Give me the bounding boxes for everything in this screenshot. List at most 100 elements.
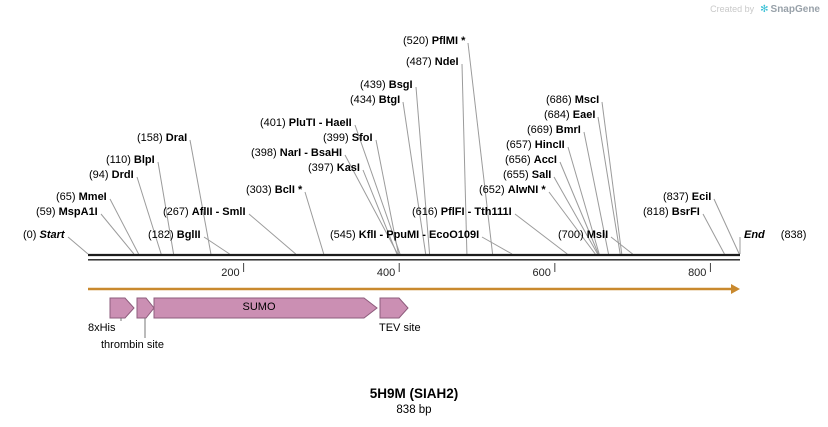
leader-line-545 — [481, 236, 513, 255]
leader-line-398 — [344, 154, 399, 255]
leader-line-267 — [248, 213, 297, 255]
site-label-110-blpi: (110) BlpI — [106, 154, 155, 167]
site-position: (818) — [643, 206, 672, 218]
watermark-created-by: Created by — [710, 4, 755, 14]
site-position: (65) — [56, 191, 79, 203]
leader-line-158 — [189, 139, 212, 255]
ruler-number-200: 200 — [221, 267, 239, 279]
snapgene-logo-icon: ✻ — [760, 4, 769, 15]
site-name: Start — [39, 229, 65, 241]
feature-label-tev-site: TEV site — [379, 322, 421, 334]
site-name: EciI — [691, 191, 712, 203]
site-name: BlpI — [133, 154, 155, 166]
site-position: (59) — [36, 206, 59, 218]
site-name: NdeI — [434, 56, 459, 68]
site-position: (110) — [106, 154, 134, 166]
site-label-545-kfli-ppumi-ecoo109i: (545) KflI - PpuMI - EcoO109I — [330, 229, 479, 242]
site-name: AlwNI * — [507, 184, 546, 196]
site-position: (401) — [260, 117, 289, 129]
site-name: PflMI * — [431, 35, 466, 47]
site-name: SalI — [531, 169, 552, 181]
site-position: (616) — [412, 206, 441, 218]
site-position: (520) — [403, 35, 432, 47]
site-position: (652) — [479, 184, 508, 196]
site-label-439-bsgi: (439) BsgI — [360, 79, 413, 92]
site-label-616-pflfi-tth111i: (616) PflFI - Tth111I — [412, 206, 512, 219]
site-label-652-alwni: (652) AlwNI * — [479, 184, 546, 197]
leader-line-434 — [402, 101, 427, 255]
site-label-0-start: (0) Start — [23, 229, 65, 242]
site-label-59-mspa1i: (59) MspA1I — [36, 206, 98, 219]
site-label-399-sfoi: (399) SfoI — [323, 132, 373, 145]
feature-arrow-thrombin-site — [136, 297, 155, 319]
title-block: 5H9M (SIAH2) 838 bp — [0, 386, 828, 416]
watermark-brand: SnapGene — [770, 4, 820, 15]
site-position: (837) — [663, 191, 692, 203]
site-label-397-kasi: (397) KasI — [308, 162, 360, 175]
leader-line-657 — [567, 146, 600, 255]
leader-line-59 — [100, 213, 135, 255]
ruler-number-400: 400 — [377, 267, 395, 279]
leader-line-520 — [467, 42, 494, 255]
site-label-182-bglii: (182) BglII — [148, 229, 201, 242]
site-name: DraI — [165, 132, 188, 144]
site-label-303-bcli: (303) BclI * — [246, 184, 302, 197]
site-position: (545) — [330, 229, 359, 241]
leader-line-0 — [67, 236, 89, 255]
leader-line-652 — [548, 191, 596, 255]
leader-line-397 — [362, 169, 398, 255]
site-label-657-hincii: (657) HincII — [506, 139, 565, 152]
leader-line-439 — [415, 86, 431, 255]
site-position: (655) — [503, 169, 532, 181]
site-position: (267) — [163, 206, 192, 218]
site-name: MspA1I — [58, 206, 98, 218]
feature-arrow-8xhis — [109, 297, 135, 319]
site-label-401-pluti-haeii: (401) PluTI - HaeII — [260, 117, 352, 130]
ruler-number-600: 600 — [532, 267, 550, 279]
site-position: (397) — [308, 162, 337, 174]
site-position: (399) — [323, 132, 352, 144]
site-name: NarI - BsaHI — [279, 147, 343, 159]
site-label-267-aflii-smli: (267) AflII - SmlI — [163, 206, 246, 219]
site-label-94-drdi: (94) DrdI — [89, 169, 134, 182]
site-label-838-end: End(838) — [744, 229, 806, 242]
leader-line-94 — [136, 176, 162, 255]
site-name: PflFI - Tth111I — [440, 206, 512, 218]
site-label-520-pflmi: (520) PflMI * — [403, 35, 465, 48]
site-position: (487) — [406, 56, 435, 68]
site-position: (669) — [527, 124, 556, 136]
site-name: BglII — [176, 229, 201, 241]
site-name: HincII — [534, 139, 565, 151]
leader-line-616 — [514, 213, 568, 255]
site-name: AccI — [533, 154, 557, 166]
site-name: End — [744, 229, 765, 241]
site-name: AflII - SmlI — [191, 206, 246, 218]
leader-line-700 — [610, 236, 633, 255]
site-label-398-nari-bsahi: (398) NarI - BsaHI — [251, 147, 342, 160]
leader-line-65 — [109, 198, 140, 255]
site-name: EaeI — [572, 109, 596, 121]
feature-arrow-sumo — [153, 297, 378, 319]
site-position: (439) — [360, 79, 389, 91]
site-name: DrdI — [111, 169, 134, 181]
site-name: BclI * — [274, 184, 303, 196]
site-name: MmeI — [78, 191, 107, 203]
site-name: MscI — [574, 94, 600, 106]
site-position: (656) — [505, 154, 534, 166]
site-name: SfoI — [351, 132, 373, 144]
site-label-65-mmei: (65) MmeI — [56, 191, 107, 204]
leader-line-837 — [713, 198, 740, 255]
site-position: (686) — [546, 94, 575, 106]
site-name: BsrFI — [671, 206, 700, 218]
site-label-686-msci: (686) MscI — [546, 94, 599, 107]
feature-label-thrombin-site: thrombin site — [101, 339, 164, 351]
leader-line-110 — [157, 161, 175, 255]
site-position: (657) — [506, 139, 535, 151]
site-position: (434) — [350, 94, 379, 106]
orf-arrowhead-icon — [731, 284, 740, 294]
leader-line-487 — [461, 63, 468, 255]
feature-label-8xhis: 8xHis — [88, 322, 116, 334]
leader-line-399 — [375, 139, 399, 255]
